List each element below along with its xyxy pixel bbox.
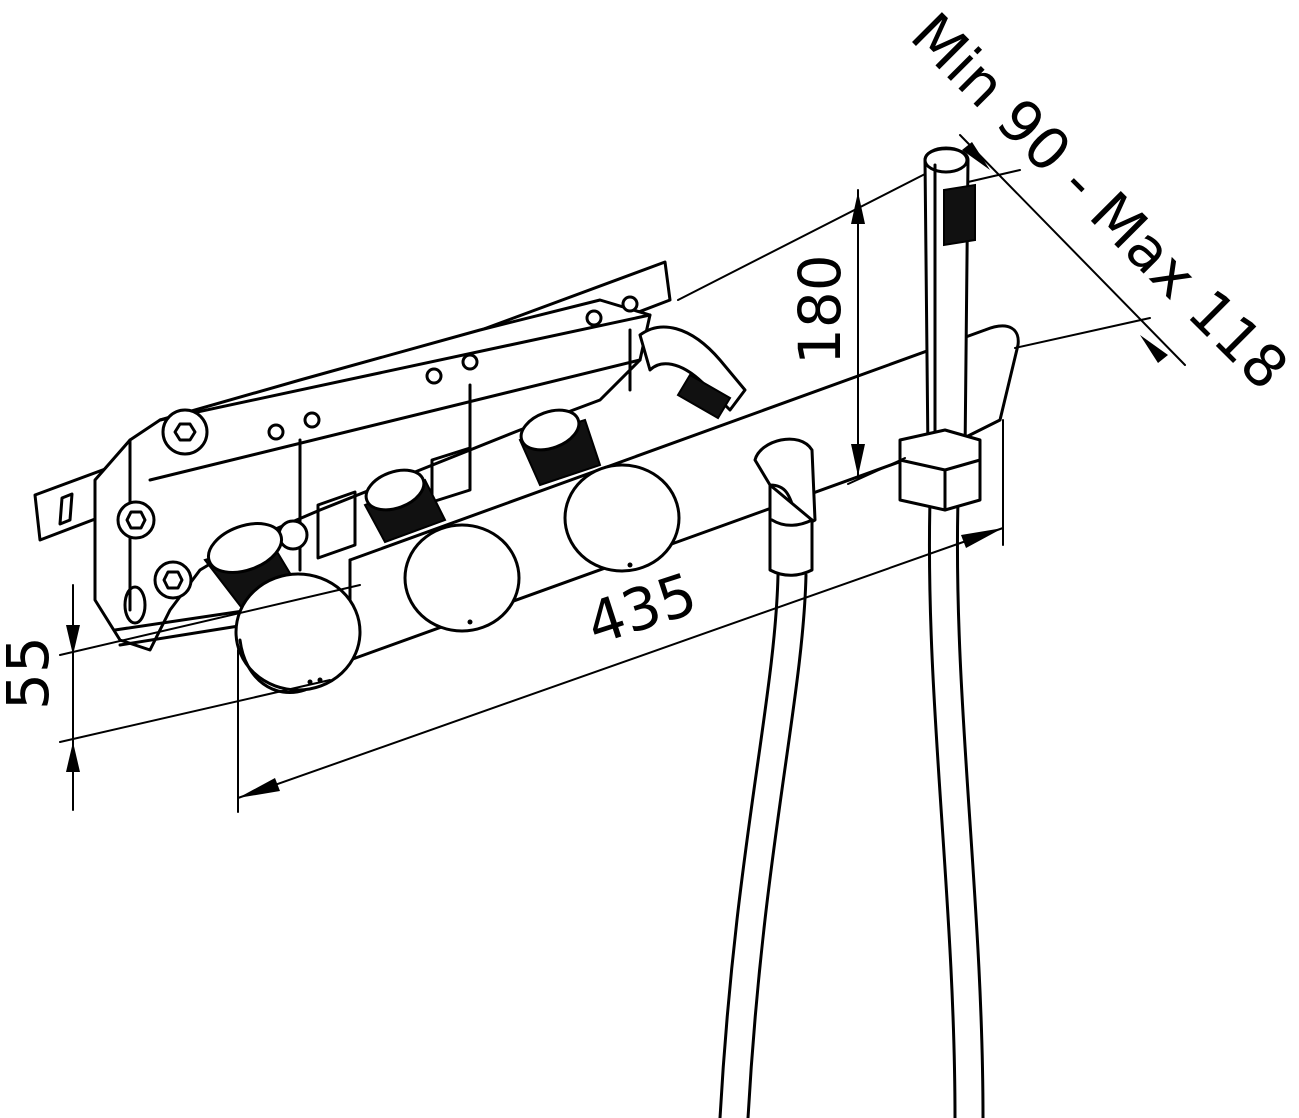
dimension-height: 180 — [677, 173, 926, 485]
cartridge-threads — [203, 408, 602, 614]
hand-shower — [898, 146, 982, 512]
hose-connector — [753, 437, 817, 577]
control-knob-left — [234, 572, 362, 695]
dimension-height-label: 180 — [786, 254, 854, 365]
dimension-depth: 55 — [0, 584, 361, 811]
dimension-depth-label: 55 — [0, 636, 62, 710]
dimension-width-label: 435 — [578, 559, 704, 658]
control-knob-middle — [403, 523, 521, 633]
valve-body — [93, 295, 747, 652]
shower-hose — [718, 498, 985, 1118]
control-knob-right — [563, 463, 681, 573]
